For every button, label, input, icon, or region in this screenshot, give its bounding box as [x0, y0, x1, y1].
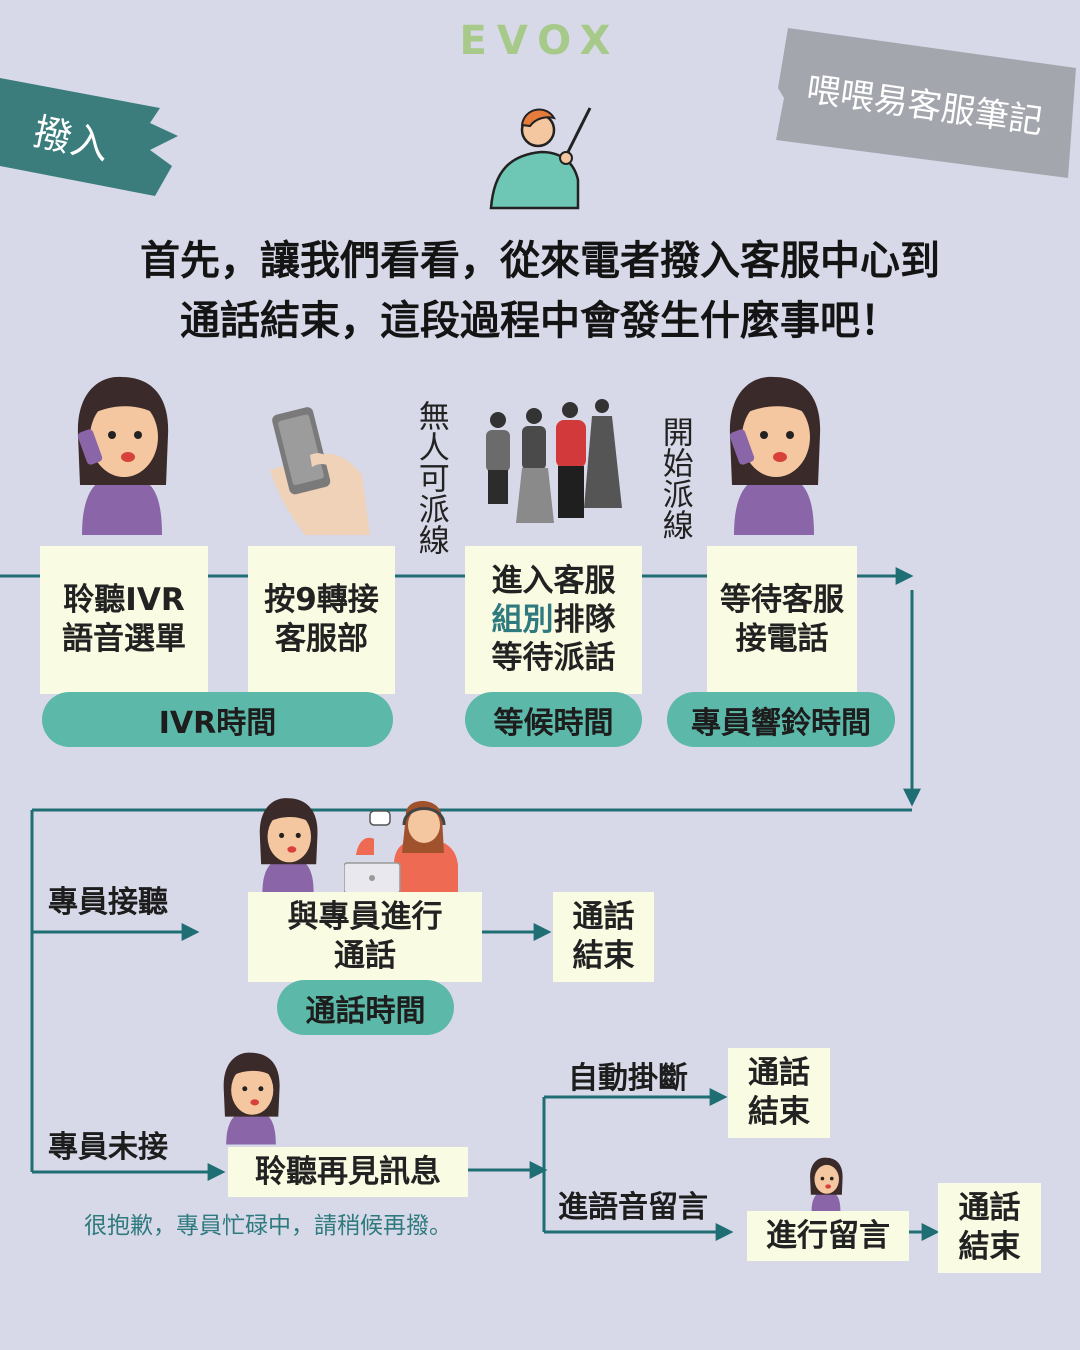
end-call-box-3: 通話結束 — [938, 1183, 1041, 1273]
talk-time-pill: 通話時間 — [277, 980, 454, 1035]
ivr-time-pill: IVR時間 — [42, 692, 393, 747]
tape-label-bg — [776, 28, 1076, 178]
wait-time-pill: 等候時間 — [465, 692, 642, 747]
title-line-1: 首先，讓我們看看，從來電者撥入客服中心到 — [140, 238, 940, 284]
caller-woman-illustration-5 — [810, 1157, 843, 1211]
queue-people-illustration — [486, 399, 622, 523]
caller-woman-illustration-3 — [259, 798, 318, 893]
wait-agent-box: 等待客服接電話 — [707, 546, 857, 694]
goodbye-note: 很抱歉，專員忙碌中，請稍候再撥。 — [84, 1213, 452, 1239]
talk-with-agent-box: 與專員進行通話 — [248, 892, 482, 982]
dispatch-label: 開始派線 — [656, 416, 693, 540]
end-call-box-1: 通話結束 — [553, 892, 654, 982]
agent-answer-label: 專員接聽 — [48, 885, 168, 920]
agent-missed-label: 專員未接 — [48, 1130, 168, 1165]
auto-hangup-label: 自動掛斷 — [568, 1061, 688, 1096]
phone-hand-illustration — [270, 407, 370, 535]
agent-headset-illustration — [344, 801, 458, 893]
leave-message-box: 進行留言 — [747, 1211, 909, 1261]
presenter-illustration — [489, 107, 592, 210]
voicemail-label: 進語音留言 — [558, 1190, 708, 1225]
caller-woman-illustration-1 — [77, 376, 169, 535]
no-agent-label: 無人可派線 — [412, 400, 449, 555]
caller-woman-illustration-2 — [729, 376, 821, 535]
goodbye-message-box: 聆聽再見訊息 — [228, 1147, 468, 1197]
ring-time-pill: 專員響鈴時間 — [667, 692, 895, 747]
evox-logo: EVOX — [459, 18, 621, 64]
banner-ribbon — [0, 78, 178, 196]
end-call-box-2: 通話結束 — [728, 1048, 830, 1138]
caller-woman-illustration-4 — [223, 1052, 280, 1145]
press9-box: 按9轉接客服部 — [248, 546, 395, 694]
queue-box: 進入客服組別排隊等待派話 — [465, 546, 642, 694]
title-line-2: 通話結束，這段過程中會發生什麼事吧！ — [180, 298, 900, 344]
